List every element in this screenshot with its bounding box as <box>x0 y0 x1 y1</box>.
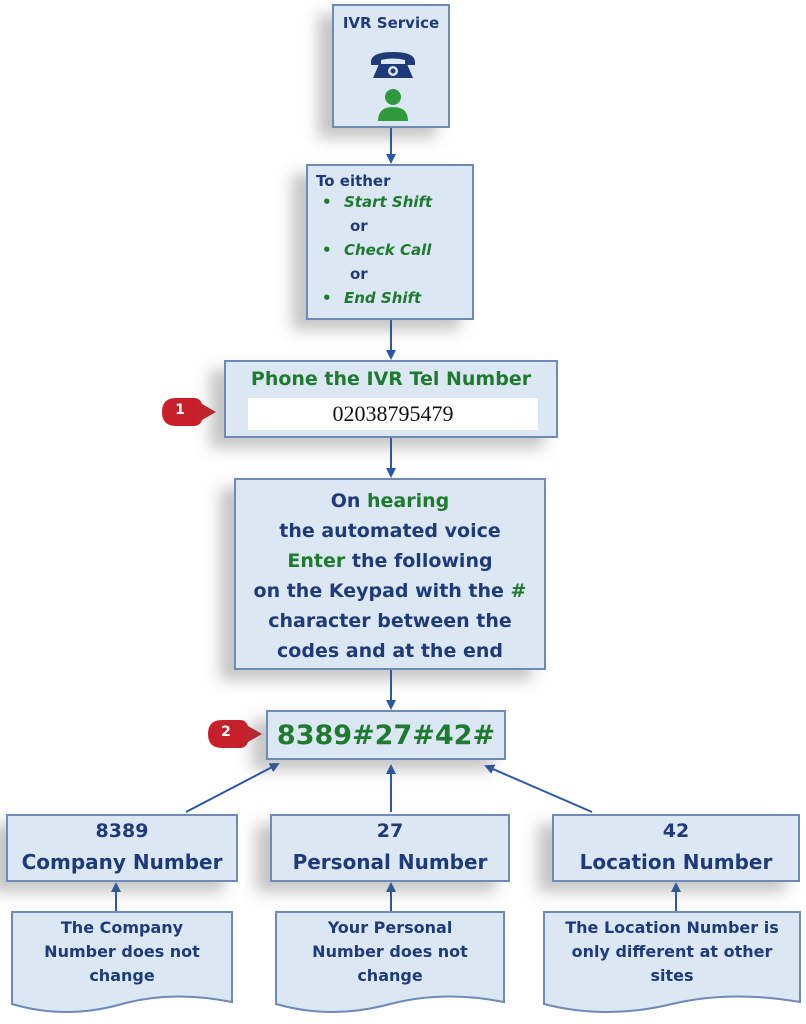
step-badge-1: 1 <box>160 396 218 428</box>
instruction-line: On hearing <box>236 486 544 516</box>
arrow-location-to-code <box>484 764 593 813</box>
ivr-phone-number: 02038795479 <box>248 398 538 430</box>
option-separator: or <box>350 217 368 235</box>
location-number-value: 42 <box>662 820 690 842</box>
option-start-shift: •Start Shift <box>316 190 472 214</box>
note-shape-personal <box>275 911 505 1013</box>
personal-number-label: Personal Number <box>292 850 488 874</box>
instruction-hash: # <box>510 580 527 602</box>
company-number-label: Company Number <box>21 850 223 874</box>
instruction-on: On <box>330 490 368 512</box>
step-badge-2: 2 <box>206 718 264 750</box>
phone-step-box: Phone the IVR Tel Number 02038795479 <box>224 360 558 438</box>
note-line: The Company <box>60 918 184 937</box>
options-intro: To either <box>316 172 391 190</box>
bullet-icon: • <box>322 241 332 259</box>
instruction-line: codes and at the end <box>277 640 503 662</box>
note-line: only different at other <box>571 942 773 961</box>
instruction-line: on the Keypad with the # <box>236 576 544 606</box>
instruction-enter: Enter <box>287 550 352 572</box>
ivr-service-box: IVR Service <box>332 4 450 128</box>
instruction-line: character between the <box>268 610 512 632</box>
note-line: Your Personal <box>327 918 453 937</box>
instruction-keypad: on the Keypad with the <box>253 580 511 602</box>
note-line: The Location Number is <box>565 918 779 937</box>
personal-number-note: Your Personal Number does not change <box>278 916 502 988</box>
company-number-box: 8389 Company Number <box>6 814 238 882</box>
note-shape-company <box>11 911 233 1013</box>
badge-shape <box>208 720 262 748</box>
bullet-icon: • <box>322 289 332 307</box>
instruction-hearing: hearing <box>367 490 450 512</box>
option-check-call: •Check Call <box>316 238 472 262</box>
option-separator: or <box>350 265 368 283</box>
bullet-icon: • <box>322 193 332 211</box>
option-end-shift: •End Shift <box>316 286 472 310</box>
instructions-box: On hearing the automated voice Enter the… <box>234 478 546 670</box>
note-line: Number does not <box>44 942 200 961</box>
company-number-note: The Company Number does not change <box>14 916 230 988</box>
instruction-line: the automated voice <box>279 520 501 542</box>
note-line: change <box>357 966 423 985</box>
note-line: sites <box>650 966 694 985</box>
person-icon <box>378 89 408 121</box>
keypad-code: 8389#27#42# <box>276 720 496 751</box>
personal-number-box: 27 Personal Number <box>270 814 510 882</box>
badge-shape <box>162 398 216 426</box>
note-shape-location <box>543 911 801 1013</box>
location-number-box: 42 Location Number <box>552 814 800 882</box>
instruction-line: Enter the following <box>236 546 544 576</box>
location-number-label: Location Number <box>579 850 773 874</box>
note-line: change <box>89 966 155 985</box>
phone-step-heading: Phone the IVR Tel Number <box>250 368 532 390</box>
company-number-value: 8389 <box>95 820 149 842</box>
options-box: To either •Start Shift or •Check Call or… <box>306 164 474 320</box>
note-line: Number does not <box>312 942 468 961</box>
location-number-note: The Location Number is only different at… <box>546 916 798 988</box>
step-badge-2-number: 2 <box>221 724 231 740</box>
arrow-company-to-code <box>185 763 280 813</box>
personal-number-value: 27 <box>376 820 404 842</box>
telephone-icon <box>371 52 415 78</box>
ivr-service-title: IVR Service <box>342 14 440 32</box>
keypad-code-box: 8389#27#42# <box>266 710 506 760</box>
step-badge-1-number: 1 <box>175 402 185 418</box>
instruction-the-following: the following <box>351 550 493 572</box>
